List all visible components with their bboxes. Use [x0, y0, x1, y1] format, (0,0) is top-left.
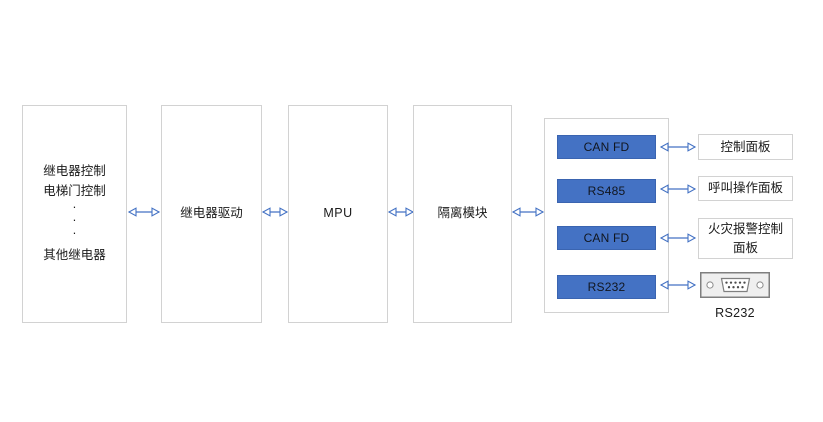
block-mpu: MPU — [288, 105, 388, 323]
interface-can-fd-2[interactable]: CAN FD — [557, 226, 656, 250]
interface-rs485-label: RS485 — [587, 184, 626, 198]
ellipsis-dot-2: · — [72, 213, 77, 228]
connector-driver-to-mpu — [256, 206, 294, 218]
interface-rs232-label: RS232 — [587, 280, 626, 294]
connector-isolation-to-interfaces — [506, 206, 550, 218]
interface-rs485[interactable]: RS485 — [557, 179, 656, 203]
connector-can-fd-1-to-control-panel — [654, 141, 702, 153]
mpu-label: MPU — [323, 206, 353, 221]
peripheral-call-operation-panel[interactable]: 呼叫操作面板 — [698, 176, 793, 201]
interface-can-fd-2-label: CAN FD — [583, 231, 630, 245]
ellipsis-dot-1: · — [72, 200, 77, 215]
relay-control-tail: 其他继电器 — [43, 248, 106, 263]
connector-rs485-to-call-panel — [654, 183, 702, 195]
peripheral-call-operation-panel-label: 呼叫操作面板 — [707, 181, 783, 196]
ellipsis-dot-3: · — [72, 226, 77, 241]
peripheral-control-panel[interactable]: 控制面板 — [698, 134, 793, 160]
interface-rs232[interactable]: RS232 — [557, 275, 656, 299]
connector-rs232-to-db9 — [654, 279, 702, 291]
interface-can-fd-1-label: CAN FD — [583, 140, 630, 154]
db9-connector-icon — [699, 271, 771, 299]
block-relay-control: 继电器控制 电梯门控制 · · · 其他继电器 — [22, 105, 127, 323]
block-isolation-module: 隔离模块 — [413, 105, 512, 323]
relay-control-line-2: 电梯门控制 — [43, 183, 106, 198]
interface-can-fd-1[interactable]: CAN FD — [557, 135, 656, 159]
isolation-module-label: 隔离模块 — [437, 206, 488, 221]
connector-relay-control-to-driver — [121, 206, 167, 218]
block-relay-driver: 继电器驱动 — [161, 105, 262, 323]
connector-can-fd-2-to-fire-alarm-panel — [654, 232, 702, 244]
db9-connector-caption: RS232 — [715, 306, 755, 320]
relay-control-line-1: 继电器控制 — [43, 164, 106, 179]
peripheral-fire-alarm-panel[interactable]: 火灾报警控制面板 — [698, 218, 793, 259]
peripheral-fire-alarm-panel-label: 火灾报警控制面板 — [707, 222, 783, 255]
connector-mpu-to-isolation — [382, 206, 420, 218]
relay-driver-label: 继电器驱动 — [180, 206, 243, 221]
ellipsis-marks: · · · — [23, 201, 126, 240]
peripheral-control-panel-label: 控制面板 — [720, 139, 771, 154]
